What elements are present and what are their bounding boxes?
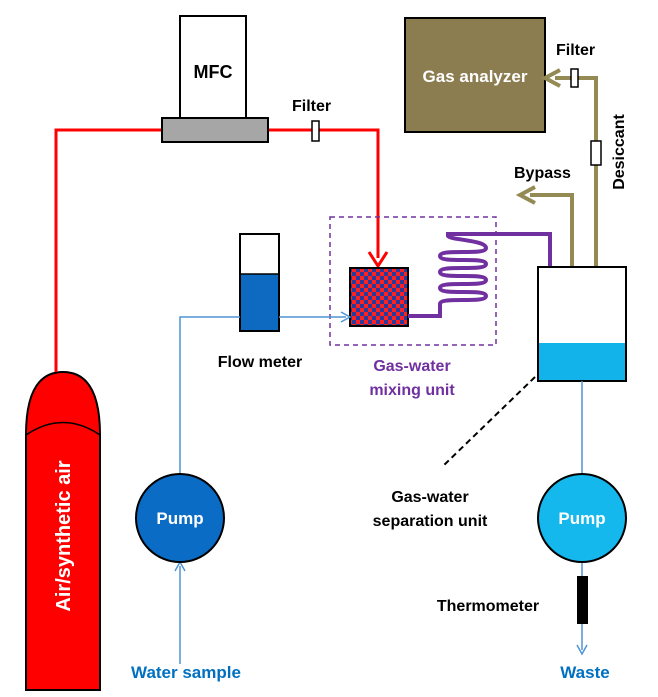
thermometer <box>577 576 588 624</box>
air-line-arrow <box>367 251 389 269</box>
flow-meter-label: Flow meter <box>218 354 302 371</box>
gas-filter-label: Filter <box>556 42 595 59</box>
separation-label-2: separation unit <box>373 513 488 530</box>
air-filter-label: Filter <box>292 98 331 115</box>
air-tank: Air/synthetic air <box>25 370 101 691</box>
mixing-chamber <box>349 267 409 327</box>
mfc-label: MFC <box>194 62 233 82</box>
separation-label-1: Gas-water <box>391 489 468 506</box>
pump-left: Pump <box>135 473 225 563</box>
air-tank-label: Air/synthetic air <box>53 460 75 611</box>
bypass-label: Bypass <box>514 165 571 182</box>
pump-left-label: Pump <box>156 509 203 528</box>
mixing-label-2: mixing unit <box>369 382 455 399</box>
desiccant-label: Desiccant <box>611 114 628 190</box>
air-filter <box>311 120 320 142</box>
water-lines <box>174 311 588 664</box>
pump-right-label: Pump <box>558 509 605 528</box>
pump-right: Pump <box>537 473 627 563</box>
thermometer-label: Thermometer <box>437 598 539 615</box>
waste-label: Waste <box>560 663 609 682</box>
gas-analyzer-label: Gas analyzer <box>423 67 528 86</box>
mixing-label-1: Gas-water <box>373 358 450 375</box>
desiccant <box>590 140 602 166</box>
separation-pointer <box>441 376 536 468</box>
flow-meter <box>239 233 280 332</box>
water-sample-label: Water sample <box>131 663 241 682</box>
gas-lines <box>515 68 598 268</box>
separation-unit <box>537 266 627 382</box>
mfc: MFC <box>161 15 269 143</box>
gas-analyzer <box>404 17 546 133</box>
gas-filter <box>570 68 579 88</box>
mixing-coil <box>408 232 552 318</box>
mixing-unit-box <box>329 216 497 346</box>
